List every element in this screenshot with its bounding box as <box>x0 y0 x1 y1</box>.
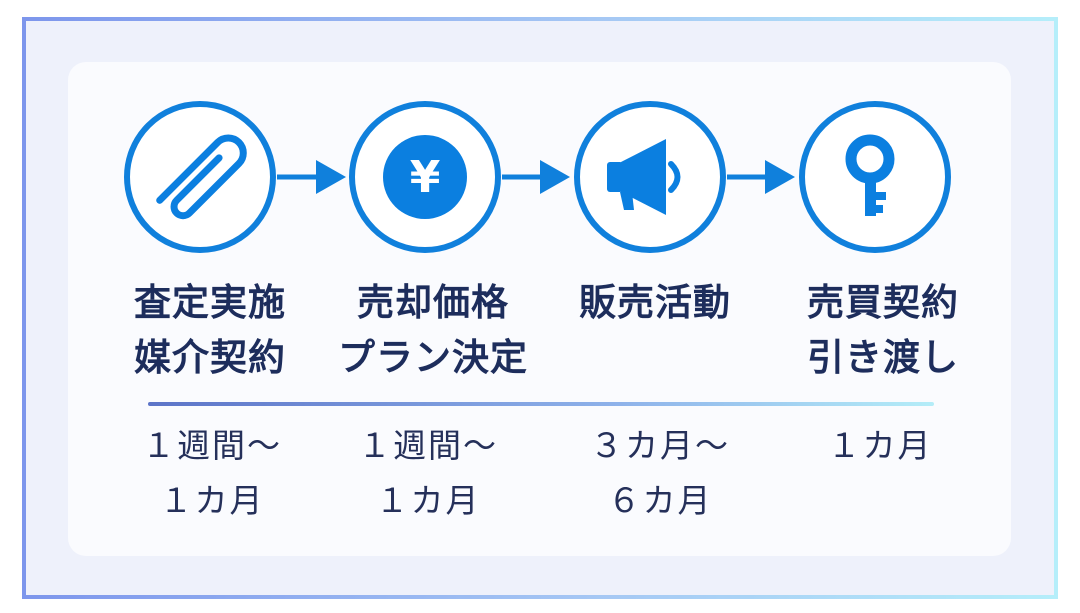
step-3-title: 販売活動 <box>525 275 785 330</box>
step-1-title: 査定実施 媒介契約 <box>80 275 340 385</box>
step-4-duration: １カ月 <box>770 418 990 473</box>
step-1-duration-line-1: １週間〜 <box>142 426 282 465</box>
connector-3 <box>727 160 795 194</box>
yen-icon: ¥ <box>383 135 467 219</box>
megaphone-icon <box>607 139 681 215</box>
step-2-title-line-1: 売却価格 <box>357 281 509 324</box>
step-4-circle <box>799 101 951 253</box>
step-3-duration: ３カ月〜 ６カ月 <box>550 418 770 528</box>
step-3-duration-line-1: ３カ月〜 <box>590 426 730 465</box>
step-3-circle <box>574 101 726 253</box>
step-4-title: 売買契約 引き渡し <box>753 275 1013 385</box>
step-1-circle <box>124 101 276 253</box>
step-4-title-line-2: 引き渡し <box>807 336 959 379</box>
step-2-title-line-2: プラン決定 <box>338 336 528 379</box>
step-2-duration: １週間〜 １カ月 <box>318 418 538 528</box>
arrow-right-icon <box>316 160 346 194</box>
step-2-title: 売却価格 プラン決定 <box>303 275 563 385</box>
key-icon <box>845 134 895 216</box>
step-4-duration-line-1: １カ月 <box>827 426 933 465</box>
step-3-duration-line-2: ６カ月 <box>607 481 713 520</box>
step-2-duration-line-1: １週間〜 <box>358 426 498 465</box>
yen-symbol: ¥ <box>410 152 441 203</box>
connector-1 <box>277 160 346 194</box>
step-2-circle: ¥ <box>349 101 501 253</box>
step-1-title-line-2: 媒介契約 <box>134 336 286 379</box>
step-3-title-line-1: 販売活動 <box>579 281 731 324</box>
step-1-duration: １週間〜 １カ月 <box>102 418 322 528</box>
timeline-divider <box>148 402 934 406</box>
connector-2 <box>502 160 570 194</box>
step-2-duration-line-2: １カ月 <box>375 481 481 520</box>
arrow-right-icon <box>765 160 795 194</box>
paperclip-icon <box>156 134 247 220</box>
step-1-title-line-1: 査定実施 <box>134 281 286 324</box>
step-1-duration-line-2: １カ月 <box>159 481 265 520</box>
step-4-title-line-1: 売買契約 <box>807 281 959 324</box>
arrow-right-icon <box>540 160 570 194</box>
